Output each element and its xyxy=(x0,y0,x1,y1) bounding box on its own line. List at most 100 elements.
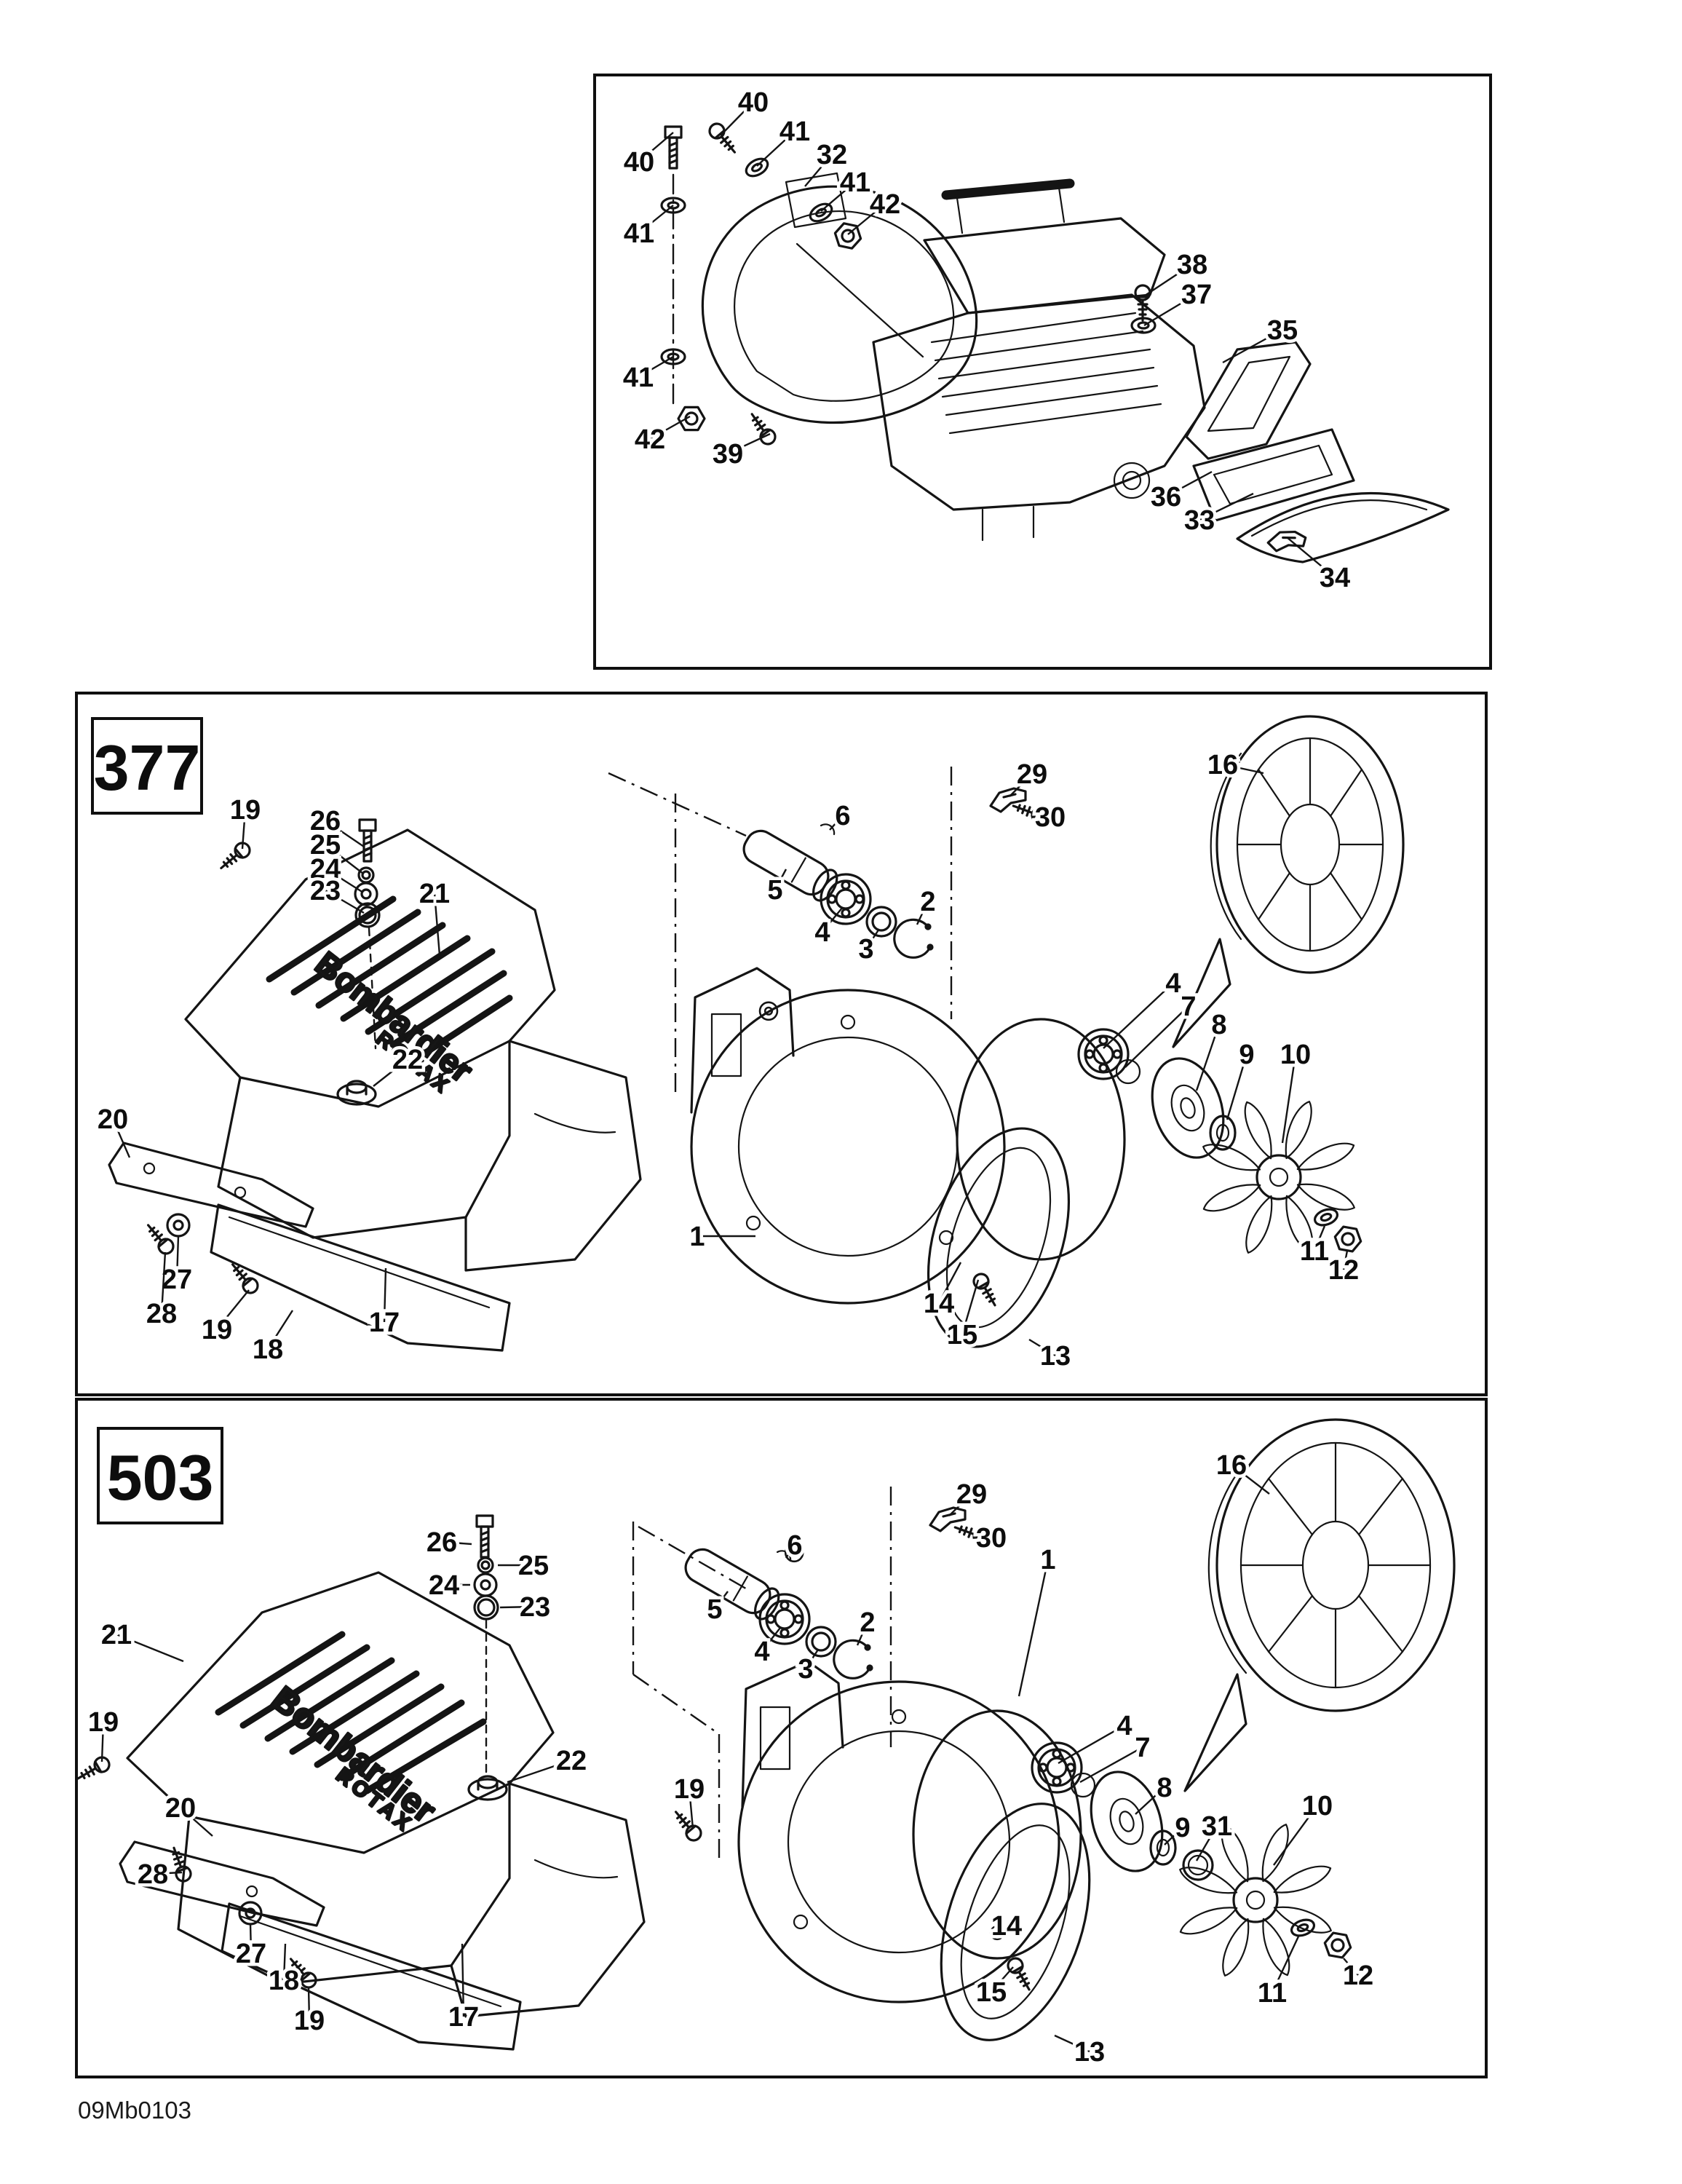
callout-v503-4: 4 xyxy=(754,1637,769,1667)
callout-leader-v377-9 xyxy=(1226,1053,1248,1120)
fan-housing-377 xyxy=(1172,715,1405,1048)
callout-leader-intake-32 xyxy=(804,154,833,187)
callout-leader-v377-12 xyxy=(1342,1250,1349,1270)
callout-leader-intake-41 xyxy=(756,130,796,167)
callout-leader-intake-36 xyxy=(1165,470,1213,498)
callout-leader-v377-14 xyxy=(937,1262,962,1304)
callout-intake-35: 35 xyxy=(1267,315,1298,346)
callout-v503-19: 19 xyxy=(88,1707,119,1738)
callout-leader-v503-11 xyxy=(1271,1936,1300,1993)
callout-v503-4: 4 xyxy=(1116,1711,1132,1741)
callout-leader-v377-21 xyxy=(433,893,441,956)
callout-intake-33: 33 xyxy=(1184,505,1215,536)
callout-leader-intake-37 xyxy=(1143,293,1197,327)
callout-v503-29: 29 xyxy=(956,1479,987,1510)
callout-leader-v503-1 xyxy=(1017,1559,1050,1697)
callout-leader-v377-28 xyxy=(160,1251,167,1314)
callout-leader-v377-24 xyxy=(325,867,364,894)
belt-guard-377 xyxy=(108,1142,511,1352)
variant-label-503: 503 xyxy=(107,1441,214,1514)
callout-v503-19: 19 xyxy=(674,1774,705,1805)
callout-leader-intake-39 xyxy=(727,432,771,455)
callout-v503-14: 14 xyxy=(991,1911,1022,1942)
callout-v503-24: 24 xyxy=(429,1570,459,1601)
callout-leader-intake-40 xyxy=(638,132,674,162)
callout-v503-7: 7 xyxy=(1135,1733,1150,1763)
callout-leader-v377-7 xyxy=(1124,1005,1189,1068)
callout-v377-2: 2 xyxy=(920,887,935,917)
callout-intake-41: 41 xyxy=(779,116,810,147)
callout-v503-19: 19 xyxy=(294,2006,325,2036)
callout-intake-41: 41 xyxy=(624,218,654,249)
variant-label-377: 377 xyxy=(94,732,201,804)
callout-intake-36: 36 xyxy=(1151,482,1181,513)
callout-v377-29: 29 xyxy=(1017,759,1047,790)
callout-intake-40: 40 xyxy=(738,87,769,118)
callout-v377-20: 20 xyxy=(98,1104,128,1135)
panel-frame-intake xyxy=(593,74,1492,670)
callout-leader-v377-3 xyxy=(865,928,880,949)
callout-leader-v377-27 xyxy=(175,1235,180,1280)
callout-leader-v503-20 xyxy=(180,1807,213,1837)
fan-drive-377 xyxy=(927,1028,1365,1348)
callout-leader-v503-21 xyxy=(116,1633,184,1663)
callout-v377-28: 28 xyxy=(146,1299,177,1329)
callout-v503-12: 12 xyxy=(1343,1961,1373,1991)
callout-intake-40: 40 xyxy=(624,147,654,178)
callout-v503-16: 16 xyxy=(1216,1450,1247,1481)
intake-assembly-drawing xyxy=(660,119,1450,563)
callout-v377-27: 27 xyxy=(162,1265,192,1295)
callout-leader-intake-42 xyxy=(847,203,886,235)
callout-leader-v503-5 xyxy=(714,1591,729,1610)
page-code: 09Mb0103 xyxy=(78,2097,191,2124)
callout-v377-7: 7 xyxy=(1181,992,1196,1022)
callout-leader-v377-5 xyxy=(774,869,788,890)
callout-leader-v377-30 xyxy=(1038,815,1051,818)
callout-v503-6: 6 xyxy=(787,1530,802,1561)
callout-leader-intake-38 xyxy=(1142,263,1193,298)
cover-fastener-stack-503 xyxy=(473,1514,499,1775)
callout-v377-10: 10 xyxy=(1280,1040,1311,1070)
callout-v503-18: 18 xyxy=(269,1966,299,1996)
callout-leader-v377-19 xyxy=(216,1289,250,1330)
callout-v377-16: 16 xyxy=(1207,750,1238,780)
callout-leader-v377-11 xyxy=(1313,1225,1326,1251)
callout-leader-v377-17 xyxy=(383,1267,387,1323)
callout-v377-14: 14 xyxy=(924,1289,954,1319)
callout-v377-30: 30 xyxy=(1035,802,1066,833)
callout-v377-12: 12 xyxy=(1328,1255,1359,1286)
callout-leader-v377-13 xyxy=(1028,1338,1056,1357)
callout-leader-v503-9 xyxy=(1164,1827,1183,1845)
callout-v377-21: 21 xyxy=(419,879,450,909)
callout-v377-5: 5 xyxy=(767,875,782,906)
fan-housing-503 xyxy=(1183,1418,1456,1792)
callout-v503-21: 21 xyxy=(101,1620,132,1650)
callout-leader-v503-4 xyxy=(1058,1724,1125,1765)
callout-leader-intake-41 xyxy=(638,205,674,234)
callout-leader-v503-19 xyxy=(100,1721,105,1762)
callout-leader-v503-10 xyxy=(1273,1805,1318,1866)
callout-leader-v377-8 xyxy=(1195,1024,1221,1091)
callout-v377-6: 6 xyxy=(835,801,850,831)
callout-leader-v503-29 xyxy=(948,1493,972,1516)
callout-leader-v377-29 xyxy=(1009,773,1033,797)
callout-leader-v503-14 xyxy=(993,1925,1007,1940)
callout-intake-39: 39 xyxy=(713,439,743,470)
callout-v377-4: 4 xyxy=(814,917,830,948)
callout-v503-13: 13 xyxy=(1074,2037,1105,2068)
callout-intake-42: 42 xyxy=(635,424,665,455)
callout-v377-18: 18 xyxy=(253,1334,283,1365)
callout-v503-30: 30 xyxy=(976,1523,1007,1554)
callout-leader-v503-4 xyxy=(761,1627,781,1652)
callout-intake-32: 32 xyxy=(817,140,847,170)
bearing-cluster-503 xyxy=(684,1506,992,1679)
cover-fastener-stack-377 xyxy=(354,818,381,1050)
callout-v377-1: 1 xyxy=(689,1222,705,1252)
bearing-cluster-377 xyxy=(742,787,1050,959)
fan-cowl-377 xyxy=(690,967,1126,1310)
callout-v377-17: 17 xyxy=(369,1307,400,1338)
